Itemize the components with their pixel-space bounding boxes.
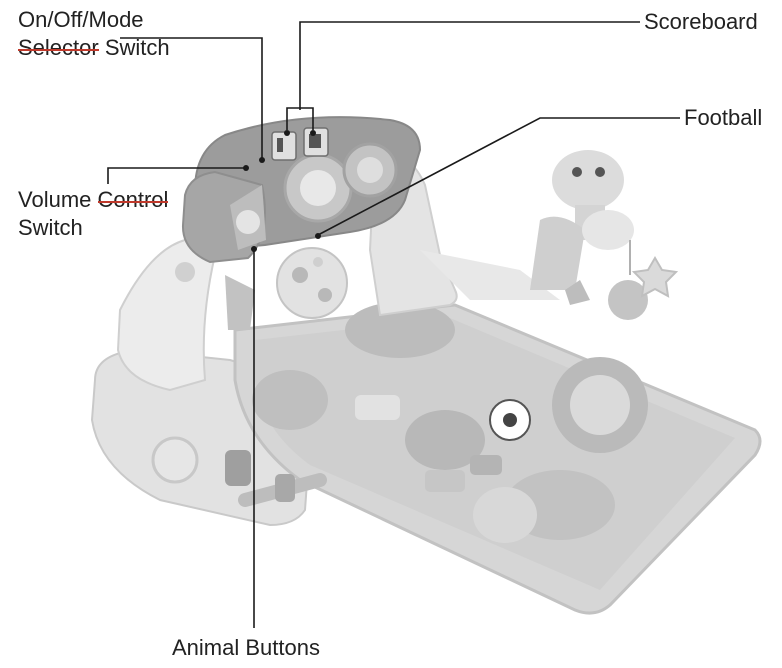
- scoreboard-label: Scoreboard: [644, 9, 758, 34]
- leader-power: [120, 37, 263, 158]
- leader-lines: [107, 21, 680, 628]
- power-switch-label: On/Off/Mode Selector Switch: [18, 6, 170, 62]
- power-switch-label-line2: Selector Switch: [18, 34, 170, 62]
- rattle-toys: [151, 436, 327, 507]
- leader-football-dot: [315, 233, 321, 239]
- leader-football: [317, 117, 680, 236]
- volume-switch-label-line2: Switch: [18, 215, 83, 240]
- leader-power-dot: [259, 157, 265, 163]
- leader-animal-buttons-dot: [251, 246, 257, 252]
- activity-panel: [181, 116, 422, 330]
- football-label: Football: [684, 105, 763, 130]
- volume-switch-label: Volume Control Switch: [18, 186, 168, 242]
- football-ball: [276, 247, 348, 319]
- leader-scoreboard-dot-right: [310, 130, 316, 136]
- play-mat: [233, 302, 762, 615]
- leader-scoreboard-bracket: [286, 107, 314, 130]
- power-strike-word: Selector: [18, 35, 99, 60]
- leader-volume-dot: [243, 165, 249, 171]
- leader-scoreboard: [299, 21, 640, 110]
- leader-volume: [107, 167, 244, 184]
- power-switch-label-line1: On/Off/Mode: [18, 7, 144, 32]
- right-arch: [368, 148, 679, 320]
- volume-strike-word: Control: [97, 187, 169, 212]
- volume-switch-label-line1: Volume Control: [18, 186, 168, 214]
- power-rest-word: Switch: [98, 35, 170, 60]
- leader-scoreboard-dot-left: [284, 130, 290, 136]
- animal-buttons-label: Animal Buttons: [172, 635, 320, 660]
- volume-word: Volume: [18, 187, 98, 212]
